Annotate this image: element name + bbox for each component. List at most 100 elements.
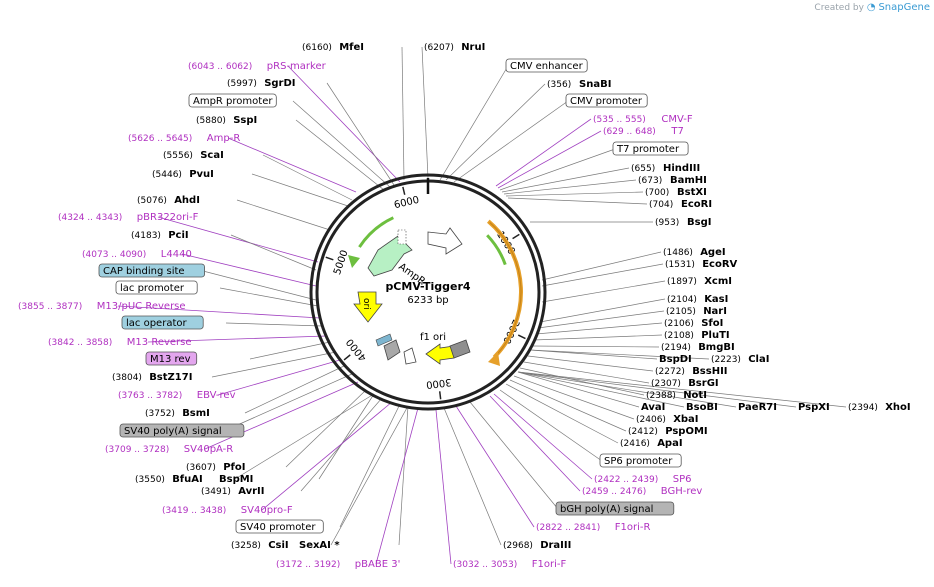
sv40-promoter-feature <box>403 347 417 365</box>
label-pspxi[interactable]: PspXI <box>798 402 830 413</box>
label-scai[interactable]: (5556)ScaI <box>163 150 224 161</box>
label-bsmi[interactable]: (3752)BsmI <box>145 408 210 419</box>
leader-bstz <box>211 351 337 378</box>
label-pfoi[interactable]: (3607)PfoI <box>186 462 245 473</box>
label-pbr[interactable]: (4324 .. 4343)pBR322ori-F <box>58 212 199 223</box>
label-name: SP6 <box>673 474 692 485</box>
label-bfuai[interactable]: (3550)BfuAI <box>135 474 203 485</box>
snapgene-brand: Created by ◔ SnapGene <box>814 2 930 13</box>
label-nrui[interactable]: (6207)NruI <box>424 42 485 53</box>
label-bspmi[interactable]: BspMI <box>219 474 253 485</box>
label-hindiii[interactable]: (655)HindIII <box>631 163 700 174</box>
label-sv40pa[interactable]: SV40 poly(A) signal <box>119 423 245 438</box>
label-ahdi[interactable]: (5076)AhdI <box>137 195 200 206</box>
label-bghrev[interactable]: (2459 .. 2476)BGH-rev <box>582 486 702 497</box>
label-cmvf[interactable]: (535 .. 555)CMV-F <box>593 114 693 125</box>
label-bsobi[interactable]: BsoBI <box>686 402 718 413</box>
label-sv40prof[interactable]: (3419 .. 3438)SV40pro-F <box>162 505 293 516</box>
label-xbai[interactable]: (2406)XbaI <box>636 414 699 425</box>
label-cap[interactable]: CAP binding site <box>98 263 205 278</box>
label-bsgi[interactable]: (953)BsgI <box>655 217 711 228</box>
label-m13rev[interactable]: (3842 .. 3858)M13 Reverse <box>48 337 192 348</box>
label-xcmi[interactable]: (1897)XcmI <box>667 276 732 287</box>
label-cmvenh[interactable]: CMV enhancer <box>505 58 588 73</box>
label-name: SnaBI <box>579 79 611 90</box>
label-amprprom[interactable]: AmpR promoter <box>188 93 277 108</box>
plasmid-name: pCMV-Tigger4 <box>385 280 470 293</box>
label-noti[interactable]: (2388)NotI <box>646 390 707 401</box>
label-plutI[interactable]: (2108)PluTI <box>664 330 730 341</box>
label-sexai[interactable]: SexAI * <box>299 540 340 551</box>
label-pbabe[interactable]: (3172 .. 3192)pBABE 3' <box>276 559 400 570</box>
label-csii[interactable]: (3258)CsiI <box>231 540 289 551</box>
label-t7prom[interactable]: T7 promoter <box>612 141 689 156</box>
label-prs[interactable]: (6043 .. 6062)pRS-marker <box>188 61 327 72</box>
label-position: (5880) <box>196 116 226 126</box>
label-bstxi[interactable]: (700)BstXI <box>645 187 707 198</box>
label-name: CAP binding site <box>103 266 185 277</box>
label-sp6prom[interactable]: SP6 promoter <box>599 453 682 468</box>
leader-f1orir <box>455 405 535 528</box>
label-pspomi[interactable]: (2412)PspOMI <box>628 426 708 437</box>
backbone-circle-outer <box>309 173 547 411</box>
label-f1orif[interactable]: (3032 .. 3053)F1ori-F <box>453 559 567 570</box>
label-bsshii[interactable]: (2272)BssHII <box>655 366 728 377</box>
label-mfei[interactable]: (6160)MfeI <box>302 42 364 53</box>
label-apai[interactable]: (2416)ApaI <box>620 438 683 449</box>
label-snabi[interactable]: (356)SnaBI <box>547 79 611 90</box>
label-bsrgi[interactable]: (2307)BsrGI <box>651 378 719 389</box>
leader-agei <box>541 251 662 281</box>
leader-sexai <box>398 405 409 546</box>
label-ebv[interactable]: (3763 .. 3782)EBV-rev <box>118 390 236 401</box>
label-sspi[interactable]: (5880)SspI <box>196 115 257 126</box>
label-m13puc[interactable]: (3855 .. 3877)M13/pUC Reverse <box>18 301 186 312</box>
label-t7[interactable]: (629 .. 648)T7 <box>603 126 684 137</box>
label-ecori[interactable]: (704)EcoRI <box>649 199 712 210</box>
label-position: (4073 .. 4090) <box>82 250 146 260</box>
label-sv40par[interactable]: (3709 .. 3728)SV40pA-R <box>105 444 233 455</box>
label-bstz[interactable]: (3804)BstZ17I <box>112 372 192 383</box>
label-lacop[interactable]: lac operator <box>121 315 204 330</box>
label-sfoi[interactable]: (2106)SfoI <box>664 318 723 329</box>
label-sp6[interactable]: (2422 .. 2439)SP6 <box>594 474 692 485</box>
label-ampr[interactable]: (5626 .. 5645)Amp-R <box>128 133 240 144</box>
label-position: (2968) <box>503 541 533 551</box>
label-kasi[interactable]: (2104)KasI <box>667 294 728 305</box>
label-bspdi[interactable]: BspDI <box>659 354 692 365</box>
insert-orange-outline <box>489 221 522 355</box>
label-name: NotI <box>683 390 707 401</box>
label-bghpa[interactable]: bGH poly(A) signal <box>555 501 675 516</box>
label-clai[interactable]: (2223)ClaI <box>711 354 769 365</box>
label-name: BspMI <box>219 474 253 485</box>
label-sgrdi[interactable]: (5997)SgrDI <box>227 78 296 89</box>
label-m13revbox[interactable]: M13 rev <box>145 351 198 366</box>
label-lacprom[interactable]: lac promoter <box>115 280 198 295</box>
label-bamhi[interactable]: (673)BamHI <box>638 175 707 186</box>
label-name: XcmI <box>704 276 732 287</box>
label-name: SV40 poly(A) signal <box>124 426 222 437</box>
label-nari[interactable]: (2105)NarI <box>666 306 727 317</box>
label-position: (953) <box>655 218 679 228</box>
label-pcii[interactable]: (4183)PciI <box>131 230 189 241</box>
label-pvui[interactable]: (5446)PvuI <box>152 169 214 180</box>
label-sv40prom[interactable]: SV40 promoter <box>235 519 324 534</box>
label-position: (2394) <box>848 403 878 413</box>
label-avrii[interactable]: (3491)AvrII <box>201 486 264 497</box>
label-agei[interactable]: (1486)AgeI <box>663 247 726 258</box>
label-name: NruI <box>461 42 485 53</box>
label-name: T7 <box>670 126 683 137</box>
label-name: PspOMI <box>665 426 707 437</box>
label-f1orir[interactable]: (2822 .. 2841)F1ori-R <box>536 522 651 533</box>
label-name: BamHI <box>670 175 707 186</box>
label-bmgbi[interactable]: (2194)BmgBI <box>661 342 735 353</box>
label-xhoi[interactable]: (2394)XhoI <box>848 402 911 413</box>
label-draiii[interactable]: (2968)DraIII <box>503 540 571 551</box>
label-paer7i[interactable]: PaeR7I <box>738 402 777 413</box>
label-avai[interactable]: AvaI <box>641 402 665 413</box>
amp-green-arc <box>358 216 394 248</box>
label-ecorv[interactable]: (1531)EcoRV <box>665 259 738 270</box>
label-cmvprom[interactable]: CMV promoter <box>565 93 648 108</box>
label-l4440[interactable]: (4073 .. 4090)L4440 <box>82 249 192 260</box>
label-name: lac promoter <box>120 283 185 294</box>
leader-bghrev <box>489 395 581 492</box>
